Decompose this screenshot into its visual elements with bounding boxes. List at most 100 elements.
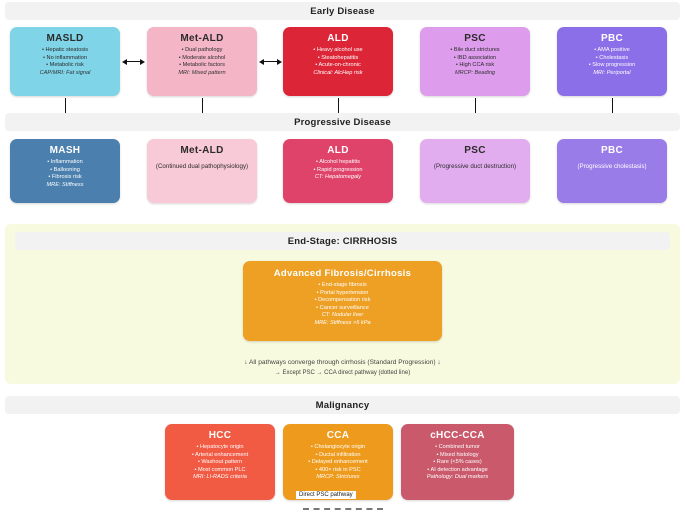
box-hcc[interactable]: HCC • Hepatocyte origin • Arterial enhan… [165,424,275,500]
box-masld-bullets: • Hepatic steatosis • No inflammation • … [14,47,116,70]
box-met-ald-bullets: • Dual pathology • Moderate alcohol • Me… [151,47,253,70]
bullet: • 400× risk in PSC [315,466,361,473]
direct-psc-pathway-dotted-line [303,508,383,510]
box-advanced-fibrosis-note-mre: MRE: Stiffness >5 kPa [314,319,371,326]
bullet: • Delayed enhancement [308,459,368,466]
box-advanced-fibrosis-title: Advanced Fibrosis/Cirrhosis [273,268,412,279]
box-ald-progressive-bullets: • Alcohol hepatitis • Rapid progression [287,159,389,174]
box-chcc-cca-bullets: • Combined tumor • Mixed histology • Rar… [405,444,510,474]
box-pbc-progressive[interactable]: PBC (Progressive cholestasis) [557,139,667,203]
section-header-early: Early Disease [5,2,680,20]
bullet: • Bile duct strictures [450,47,500,53]
box-hcc-note: MRI: LI-RADS criteria [193,474,247,481]
box-pbc-title: PBC [600,33,623,44]
bullet: • Steatohepatitis [317,54,359,61]
bullet: • Rare (<5% cases) [433,459,482,466]
section-header-cirrhosis: End-Stage: CIRRHOSIS [15,232,670,250]
bullet: • IBD association [453,54,497,61]
bullet: • Inflammation [47,159,83,165]
bullet: • AI detection advantage [427,466,488,473]
box-met-ald-note: MRI: Mixed pattern [178,69,226,76]
bullet: • Hepatic steatosis [41,47,89,53]
bullet: • Cholestasis [595,54,629,61]
bullet: • Heavy alcohol use [313,47,363,53]
box-psc-progressive-sub: (Progressive duct destruction) [433,163,517,170]
box-pbc-bullets: • AMA positive • Cholestasis • Slow prog… [561,47,663,70]
box-cca-bullets: • Cholangiocyte origin • Ductal infiltra… [287,444,389,474]
bullet: • Dual pathology [181,47,223,53]
box-ald-progressive-title: ALD [327,145,349,156]
box-chcc-cca-note: Pathology: Dual markers [426,474,489,481]
bullet: • Ballooning [50,166,80,173]
box-advanced-fibrosis-cirrhosis[interactable]: Advanced Fibrosis/Cirrhosis • End-stage … [243,261,442,341]
section-header-malignancy-label: Malignancy [315,399,370,411]
box-ald-progressive-note: CT: Hepatomegaly [314,174,362,181]
arrow-masld-metald [122,58,145,65]
arrow-metald-ald [259,58,282,65]
bullet: • End-stage fibrosis [318,282,367,288]
box-ald-bullets: • Heavy alcohol use • Steatohepatitis • … [287,47,389,70]
bullet: • Decompensation risk [314,297,371,304]
bullet: • No inflammation [43,54,87,61]
box-chcc-cca[interactable]: cHCC-CCA • Combined tumor • Mixed histol… [401,424,514,500]
box-hcc-bullets: • Hepatocyte origin • Arterial enhanceme… [169,444,271,474]
box-met-ald-progressive-title: Met-ALD [180,145,224,156]
arrow-down-metald [199,98,206,118]
box-ald-progressive[interactable]: ALD • Alcohol hepatitis • Rapid progress… [283,139,393,203]
box-met-ald-title: Met-ALD [180,33,224,44]
section-header-malignancy: Malignancy [5,396,680,414]
box-psc-progressive-title: PSC [464,145,486,156]
arrow-down-masld [62,98,69,118]
converge-caption: ↓ All pathways converge through cirrhosi… [0,358,685,378]
box-psc[interactable]: PSC • Bile duct strictures • IBD associa… [420,27,530,96]
box-met-ald-progressive[interactable]: Met-ALD (Continued dual pathophysiology) [147,139,257,203]
box-pbc-progressive-title: PBC [600,145,623,156]
bullet: • Ductal infiltration [315,451,361,458]
bullet: • Combined tumor [435,444,480,450]
bullet: • Hepatocyte origin [196,444,244,450]
arrow-down-pbc [609,98,616,118]
section-header-early-label: Early Disease [310,5,375,17]
direct-psc-pathway-label: Direct PSC pathway [296,491,356,499]
box-masld-title: MASLD [46,33,84,44]
box-psc-progressive[interactable]: PSC (Progressive duct destruction) [420,139,530,203]
arrow-down-ald [335,98,342,118]
converge-line-1: ↓ All pathways converge through cirrhosi… [244,359,441,366]
converge-line-2: → Except PSC → CCA direct pathway (dotte… [274,370,411,376]
box-met-ald-progressive-sub: (Continued dual pathophysiology) [155,163,249,170]
bullet: • Rapid progression [313,166,363,173]
box-psc-title: PSC [464,33,486,44]
arrow-down-psc [472,98,479,118]
box-met-ald[interactable]: Met-ALD • Dual pathology • Moderate alco… [147,27,257,96]
box-hcc-title: HCC [208,430,232,441]
box-mash-note: MRE: Stiffness [46,181,84,188]
box-cca-title: CCA [326,430,350,441]
section-header-progressive: Progressive Disease [5,113,680,131]
bullet: • Metabolic factors [179,62,225,69]
bullet: • High CCA risk [455,62,495,69]
box-psc-note: MRCP: Beading [454,69,496,76]
box-advanced-fibrosis-bullets: • End-stage fibrosis • Portal hypertensi… [247,282,438,312]
bullet: • Mixed histology [436,451,479,458]
bullet: • Most common PLC [194,466,246,473]
box-mash[interactable]: MASH • Inflammation • Ballooning • Fibro… [10,139,120,203]
box-pbc-progressive-sub: (Progressive cholestasis) [577,163,647,170]
box-pbc[interactable]: PBC • AMA positive • Cholestasis • Slow … [557,27,667,96]
box-ald[interactable]: ALD • Heavy alcohol use • Steatohepatiti… [283,27,393,96]
box-chcc-cca-title: cHCC-CCA [430,430,485,441]
bullet: • Acute-on-chronic [315,62,361,69]
bullet: • Washout pattern [197,459,243,466]
bullet: • Portal hypertension [316,289,369,296]
box-ald-note: Clinical: AlcHep risk [313,69,363,76]
box-advanced-fibrosis-note-ct: CT: Nodular liver [321,312,364,319]
bullet: • Alcohol hepatitis [316,159,360,165]
box-mash-bullets: • Inflammation • Ballooning • Fibrosis r… [14,159,116,182]
box-mash-title: MASH [49,145,81,156]
bullet: • Metabolic risk [46,62,84,69]
bullet: • Cancer surveillance [316,304,369,311]
bullet: • Moderate alcohol [178,54,226,61]
box-masld-note: CAP/MRI: Fat signal [39,69,91,76]
box-cca[interactable]: CCA • Cholangiocyte origin • Ductal infi… [283,424,393,500]
box-masld[interactable]: MASLD • Hepatic steatosis • No inflammat… [10,27,120,96]
